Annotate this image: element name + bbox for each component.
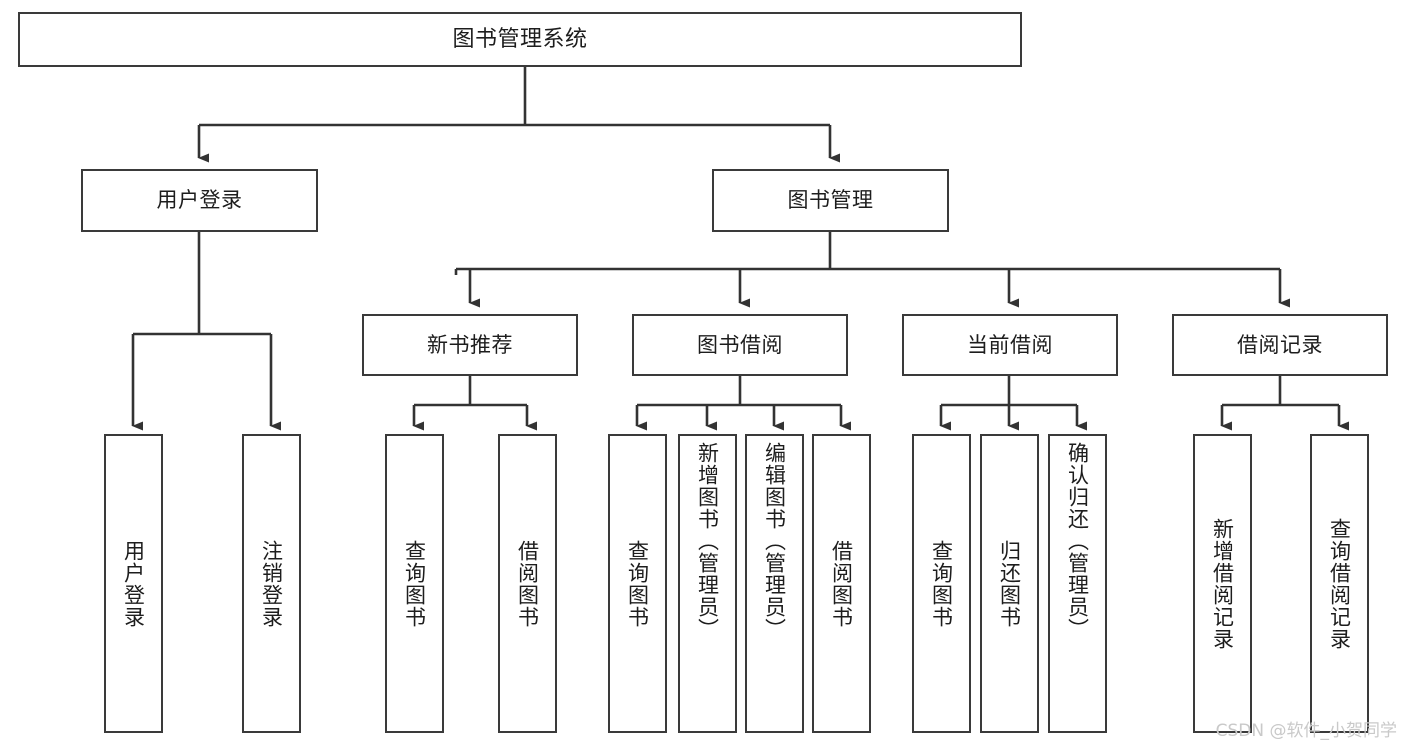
- node-leaf-query-record[interactable]: 查询借阅记录: [1310, 434, 1369, 733]
- node-leaf-borrow-book-2[interactable]: 借阅图书: [812, 434, 871, 733]
- node-new-book-recommend[interactable]: 新书推荐: [362, 314, 578, 376]
- node-leaf-query-book-2[interactable]: 查询图书: [608, 434, 667, 733]
- node-leaf-query-record-label: 查询借阅记录: [1327, 517, 1352, 650]
- node-current-borrow[interactable]: 当前借阅: [902, 314, 1118, 376]
- node-root[interactable]: 图书管理系统: [18, 12, 1022, 67]
- watermark-text: CSDN @软件_小贺同学: [1215, 721, 1397, 741]
- node-leaf-query-book-1-label: 查询图书: [402, 539, 427, 628]
- node-leaf-add-record[interactable]: 新增借阅记录: [1193, 434, 1252, 733]
- node-leaf-logout-login[interactable]: 注销登录: [242, 434, 301, 733]
- node-leaf-edit-book-label: 编辑图书（管理员）: [762, 442, 787, 640]
- node-leaf-borrow-book-2-label: 借阅图书: [829, 539, 854, 628]
- node-current-borrow-label: 当前借阅: [967, 332, 1053, 357]
- node-user-login-label: 用户登录: [156, 188, 243, 213]
- node-leaf-user-login[interactable]: 用户登录: [104, 434, 163, 733]
- node-book-borrow[interactable]: 图书借阅: [632, 314, 848, 376]
- node-leaf-return-book-label: 归还图书: [997, 539, 1022, 628]
- node-leaf-add-book-label: 新增图书（管理员）: [695, 442, 720, 640]
- node-new-book-recommend-label: 新书推荐: [427, 332, 513, 357]
- node-leaf-query-book-2-label: 查询图书: [625, 539, 650, 628]
- node-book-borrow-label: 图书借阅: [697, 332, 783, 357]
- node-root-label: 图书管理系统: [452, 26, 588, 52]
- node-leaf-query-book-1[interactable]: 查询图书: [385, 434, 444, 733]
- node-book-management-label: 图书管理: [787, 188, 874, 213]
- node-leaf-query-book-3-label: 查询图书: [929, 539, 954, 628]
- node-borrow-record[interactable]: 借阅记录: [1172, 314, 1388, 376]
- node-leaf-add-book[interactable]: 新增图书（管理员）: [678, 434, 737, 733]
- node-user-login[interactable]: 用户登录: [81, 169, 318, 232]
- node-leaf-query-book-3[interactable]: 查询图书: [912, 434, 971, 733]
- node-leaf-return-book[interactable]: 归还图书: [980, 434, 1039, 733]
- node-leaf-logout-login-label: 注销登录: [259, 539, 284, 628]
- node-leaf-edit-book[interactable]: 编辑图书（管理员）: [745, 434, 804, 733]
- node-leaf-user-login-label: 用户登录: [121, 539, 146, 628]
- node-borrow-record-label: 借阅记录: [1237, 332, 1323, 357]
- node-leaf-borrow-book-1[interactable]: 借阅图书: [498, 434, 557, 733]
- node-leaf-add-record-label: 新增借阅记录: [1210, 517, 1235, 650]
- node-leaf-confirm-return[interactable]: 确认归还（管理员）: [1048, 434, 1107, 733]
- node-book-management[interactable]: 图书管理: [712, 169, 949, 232]
- node-leaf-confirm-return-label: 确认归还（管理员）: [1065, 442, 1090, 640]
- node-leaf-borrow-book-1-label: 借阅图书: [515, 539, 540, 628]
